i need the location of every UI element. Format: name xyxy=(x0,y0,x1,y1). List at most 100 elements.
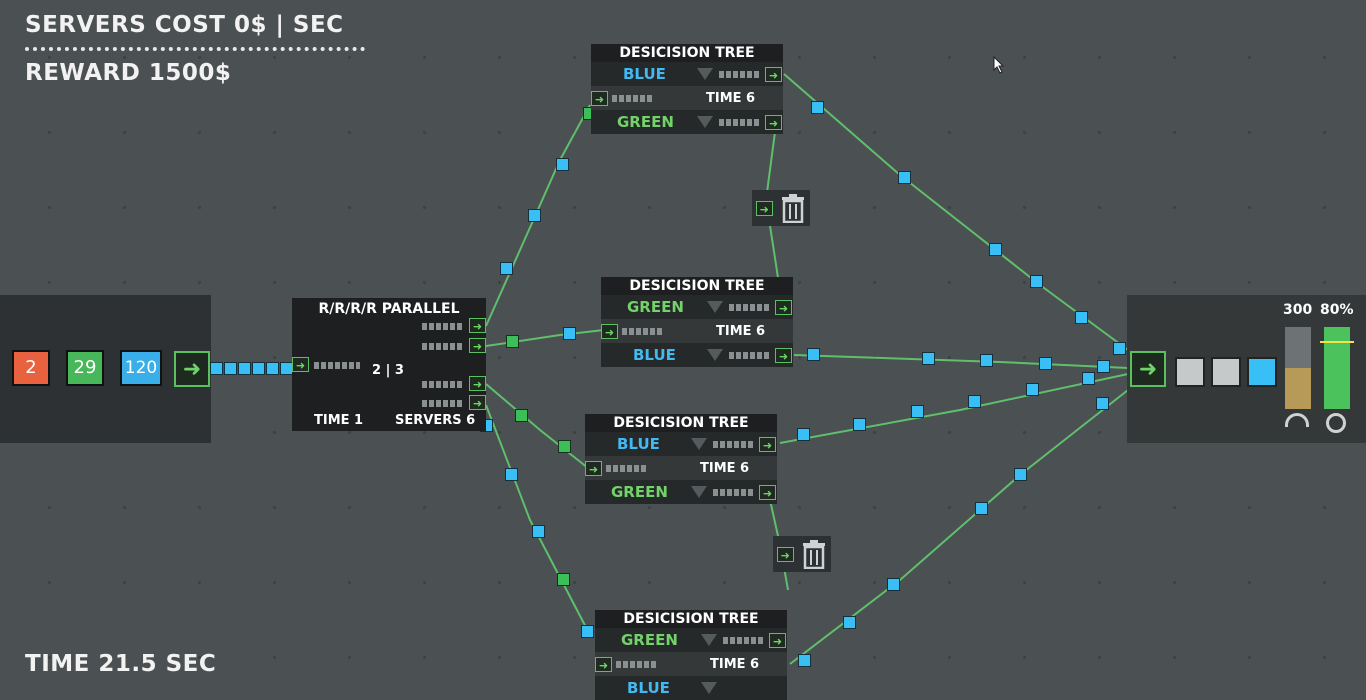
speedometer-icon xyxy=(1285,413,1309,427)
packet xyxy=(1097,360,1110,373)
balancer-in-queue xyxy=(314,362,360,369)
packet xyxy=(515,409,528,422)
input-queue xyxy=(612,94,654,102)
wire-node2-sink xyxy=(793,354,1129,369)
packet xyxy=(1096,397,1109,410)
output-port[interactable]: ➜ xyxy=(759,484,776,500)
accuracy-meter xyxy=(1320,327,1354,409)
output-sink-panel[interactable]: ➜ 300 80% xyxy=(1127,295,1366,443)
balancer-time: TIME 1 xyxy=(314,413,364,428)
packet xyxy=(238,362,251,375)
counter-red: 2 xyxy=(12,350,50,386)
wire-balancer-node3 xyxy=(485,383,589,469)
packet xyxy=(811,101,824,114)
packet xyxy=(210,362,223,375)
connection-wires xyxy=(485,73,1129,665)
sink-accuracy-value: 80% xyxy=(1320,302,1354,318)
packet xyxy=(853,418,866,431)
input-source-panel[interactable]: 2 29 120 ➜ xyxy=(0,295,211,443)
decision-node-1[interactable]: DESICISION TREE COLOR BLUE➜ ➜TIME 6 GREE… xyxy=(591,44,783,134)
input-port[interactable]: ➜ xyxy=(585,460,602,476)
decision-bottom-label: GREEN xyxy=(617,113,674,131)
packet xyxy=(558,440,571,453)
trash-bin-1[interactable]: ➜ xyxy=(752,190,810,226)
counter-green-value: 29 xyxy=(73,357,97,378)
packet xyxy=(968,395,981,408)
packet xyxy=(1030,275,1043,288)
packet xyxy=(500,262,513,275)
decision-top-label: BLUE xyxy=(623,65,666,83)
capacity-meter xyxy=(1285,327,1311,409)
packet xyxy=(989,243,1002,256)
dropdown-arrow-icon[interactable] xyxy=(697,68,713,80)
output-port[interactable]: ➜ xyxy=(759,436,776,452)
output-queue xyxy=(719,118,761,126)
sink-capacity-value: 300 xyxy=(1283,302,1313,318)
decision-node-3[interactable]: DESICISION TREE COLOR BLUE➜ ➜TIME 6 GREE… xyxy=(585,414,777,504)
sink-input-arrow-icon[interactable]: ➜ xyxy=(1130,351,1166,387)
decision-node-title: DESICISION TREE COLOR xyxy=(623,611,759,645)
decision-node-4[interactable]: DESICISION TREE COLOR GREEN➜ ➜TIME 6 BLU… xyxy=(595,610,787,700)
decision-time: TIME 6 xyxy=(706,90,756,106)
time-label: TIME 21.5 SEC xyxy=(25,651,217,677)
output-port[interactable]: ➜ xyxy=(765,66,782,82)
trash-icon xyxy=(782,194,805,223)
decision-bottom-label: BLUE xyxy=(633,346,676,364)
decision-time: TIME 6 xyxy=(710,656,760,672)
dropdown-arrow-icon[interactable] xyxy=(701,634,717,646)
balancer-out-port-2[interactable]: ➜ xyxy=(469,338,486,353)
counter-green: 29 xyxy=(66,350,104,386)
input-port[interactable]: ➜ xyxy=(601,323,618,339)
trash-bin-2[interactable]: ➜ xyxy=(773,536,831,572)
trash-input-port[interactable]: ➜ xyxy=(776,546,794,562)
capacity-meter-fill xyxy=(1285,368,1311,409)
decision-bottom-label: BLUE xyxy=(627,679,670,697)
servers-cost-label: SERVERS COST 0$ | SEC xyxy=(25,12,344,38)
output-port[interactable]: ➜ xyxy=(769,632,786,648)
output-port[interactable]: ➜ xyxy=(775,299,792,315)
packet xyxy=(563,327,576,340)
packet xyxy=(922,352,935,365)
counter-blue-value: 120 xyxy=(124,358,158,378)
packet xyxy=(1075,311,1088,324)
dropdown-arrow-icon[interactable] xyxy=(697,116,713,128)
wire-balancer-node4 xyxy=(485,404,591,636)
balancer-out-port-4[interactable]: ➜ xyxy=(469,395,486,410)
sink-slot-1 xyxy=(1175,357,1205,387)
output-queue xyxy=(729,351,771,359)
balancer-title: R/R/R/R PARALLEL xyxy=(318,301,460,317)
load-balancer-node[interactable]: R/R/R/R PARALLEL ➜ ➜ ➜ ➜ ➜ 2 | 3 TIME 1 … xyxy=(292,298,486,431)
packet xyxy=(581,625,594,638)
packet xyxy=(505,468,518,481)
decision-node-2[interactable]: DESICISION TREE COLOR GREEN➜ ➜TIME 6 BLU… xyxy=(601,277,793,367)
packet xyxy=(807,348,820,361)
balancer-in-port[interactable]: ➜ xyxy=(292,357,309,372)
dropdown-arrow-icon[interactable] xyxy=(691,438,707,450)
output-queue xyxy=(713,488,755,496)
wire-node1-sink xyxy=(783,73,1129,351)
output-queue xyxy=(729,303,771,311)
dropdown-arrow-icon[interactable] xyxy=(691,486,707,498)
balancer-out-port-1[interactable]: ➜ xyxy=(469,318,486,333)
input-queue xyxy=(616,660,658,668)
output-port[interactable]: ➜ xyxy=(765,114,782,130)
packet xyxy=(980,354,993,367)
trash-input-port[interactable]: ➜ xyxy=(755,200,773,216)
reward-label: REWARD 1500$ xyxy=(25,60,232,86)
input-port[interactable]: ➜ xyxy=(591,90,608,106)
packet xyxy=(887,578,900,591)
decision-node-title: DESICISION TREE COLOR xyxy=(629,278,765,312)
dropdown-arrow-icon[interactable] xyxy=(707,349,723,361)
packet xyxy=(1026,383,1039,396)
packet xyxy=(797,428,810,441)
output-port[interactable]: ➜ xyxy=(775,347,792,363)
packet xyxy=(252,362,265,375)
packet xyxy=(528,209,541,222)
source-output-arrow-icon[interactable]: ➜ xyxy=(174,351,210,387)
trash-icon xyxy=(803,540,826,569)
balancer-out-port-3[interactable]: ➜ xyxy=(469,376,486,391)
wire-balancer-node1 xyxy=(485,104,591,327)
input-queue xyxy=(622,327,664,335)
input-port[interactable]: ➜ xyxy=(595,656,612,672)
dropdown-arrow-icon[interactable] xyxy=(707,301,723,313)
